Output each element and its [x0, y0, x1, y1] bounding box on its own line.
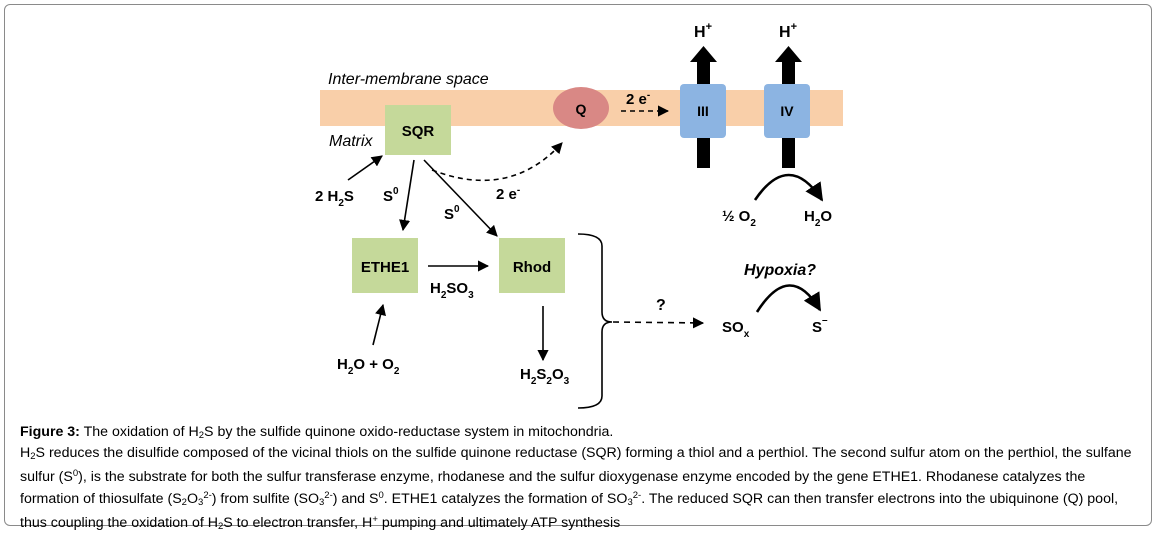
ethe1-box	[352, 238, 418, 293]
half-o2-label: ½ O2	[722, 208, 756, 229]
s0-label-left: S0	[383, 186, 399, 205]
complex-iv-stem	[782, 136, 795, 168]
quinone-ellipse	[553, 87, 609, 129]
quinone-label: Q	[576, 101, 587, 117]
complex-iii-stem-top	[697, 60, 710, 86]
caption-title: Figure 3:	[20, 424, 80, 440]
complex-iii-box	[680, 84, 726, 138]
caption-title-line: Figure 3: The oxidation of H2S by the su…	[20, 424, 614, 441]
h2o-product-label: H2O	[804, 208, 832, 229]
sox-label: SOx	[722, 319, 750, 340]
caption-body: H2S reduces the disulfide composed of th…	[20, 444, 1132, 533]
complex-iii-stem	[697, 136, 710, 168]
hypoxia-label: Hypoxia?	[744, 262, 816, 279]
rhod-label: Rhod	[513, 259, 551, 276]
s0-label-right: S0	[444, 204, 460, 223]
complex-iv-proton-arrow	[775, 46, 802, 62]
bracket-to-sox-arrow	[612, 317, 705, 329]
h2so3-label: H2SO3	[430, 280, 474, 301]
two-e-label-top: 2 e-	[626, 90, 650, 108]
sqr-to-ethe1-arrow	[399, 159, 415, 232]
sqr-label: SQR	[402, 123, 435, 140]
hypoxia-arrow	[755, 284, 822, 313]
complex-iv-h-plus: H+	[779, 21, 797, 41]
h2o-o2-label: H2O + O2	[337, 356, 400, 377]
h2s-label: 2 H2S	[315, 188, 354, 209]
figure-caption: Figure 3: The oxidation of H2S by the su…	[20, 424, 1140, 536]
complex-iv-stem-top	[782, 60, 795, 86]
h2o-o2-to-ethe1-arrow	[372, 303, 386, 346]
sqr-box	[385, 105, 451, 155]
sulfide-label: S–	[812, 315, 828, 336]
products-bracket	[577, 233, 613, 409]
matrix-label: Matrix	[329, 133, 374, 150]
h2s-to-sqr-arrow	[347, 155, 383, 181]
sqr-to-rhod-arrow	[423, 159, 498, 237]
diagram: Inter-membrane space Matrix SQR Q 2 e- I…	[315, 21, 843, 409]
complex-iii-proton-arrow	[690, 46, 717, 62]
oxygen-reduction-arrow	[753, 173, 824, 202]
complex-iii-label: III	[697, 103, 709, 119]
figure-frame	[4, 4, 1152, 526]
complex-iii-h-plus: H+	[694, 21, 712, 41]
sqr-to-quinone-electron-path	[431, 142, 563, 182]
intermembrane-label: Inter-membrane space	[328, 71, 489, 88]
complex-iv-box	[764, 84, 810, 138]
rhod-box	[499, 238, 565, 293]
ethe1-label: ETHE1	[361, 259, 409, 276]
h2s2o3-label: H2S2O3	[520, 366, 570, 387]
question-mark: ?	[656, 297, 666, 314]
two-e-label-curve: 2 e-	[496, 185, 520, 203]
complex-iv-label: IV	[780, 103, 794, 119]
